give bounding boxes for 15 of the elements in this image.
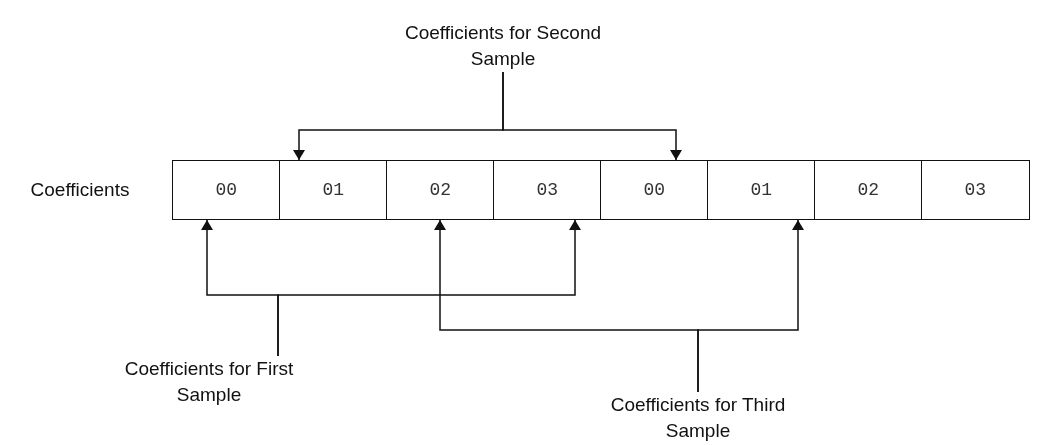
coefficient-cell: 03: [921, 160, 1030, 220]
coefficient-cell: 00: [172, 160, 281, 220]
coefficient-cell: 01: [707, 160, 816, 220]
caption-text: Coefficients for Third Sample: [598, 392, 798, 444]
coefficient-cell: 03: [493, 160, 602, 220]
leader-arrow: [277, 219, 581, 357]
coefficient-cell: 01: [279, 160, 388, 220]
leader-arrow: [502, 71, 682, 161]
caption-text: Coefficients for First Sample: [109, 356, 309, 408]
caption-text: Coefficients for Second Sample: [403, 20, 603, 72]
coefficient-cell: 02: [814, 160, 923, 220]
coefficient-cell: 02: [386, 160, 495, 220]
coefficient-cell: 00: [600, 160, 709, 220]
leader-arrow: [697, 219, 804, 393]
row-label: Coefficients: [29, 178, 131, 202]
